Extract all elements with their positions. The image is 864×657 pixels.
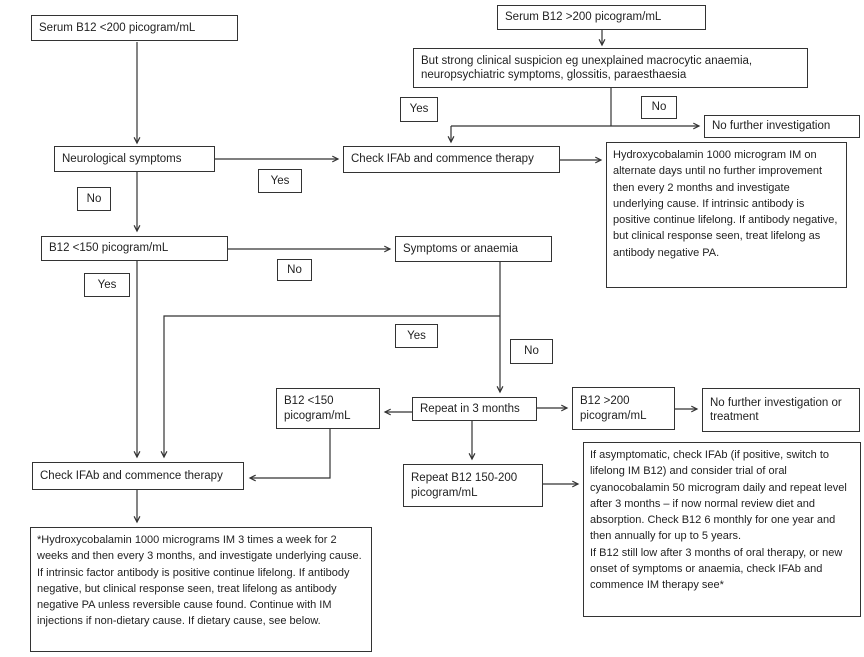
node-no-further-or-treatment: No further investigation or treatment [702, 388, 860, 432]
label-yes-suspicion: Yes [400, 97, 438, 122]
label-yes-symptoms: Yes [395, 324, 438, 348]
arrow-symptoms-yes-checkifab2 [160, 315, 500, 459]
node-repeat-3-months: Repeat in 3 months [412, 397, 537, 421]
node-check-ifab-top: Check IFAb and commence therapy [343, 146, 560, 173]
label-yes-neurological: Yes [258, 169, 302, 193]
node-b12-lt150: B12 <150 picogram/mL [41, 236, 228, 261]
node-neurological-symptoms: Neurological symptoms [54, 146, 215, 172]
node-check-ifab-bottom: Check IFAb and commence therapy [32, 462, 244, 490]
node-repeat-b12-150-200: Repeat B12 150-200 picogram/mL [403, 464, 543, 507]
arrow-b12150r-to-checkifab2 [248, 429, 331, 482]
label-no-suspicion: No [641, 96, 677, 119]
label-yes-b12-lt150: Yes [84, 273, 130, 297]
node-asymptomatic-oral-therapy: If asymptomatic, check IFAb (if positive… [583, 442, 861, 617]
label-no-neurological: No [77, 187, 111, 211]
node-serum-b12-high: Serum B12 >200 picogram/mL [497, 5, 706, 30]
node-symptoms-or-anaemia: Symptoms or anaemia [395, 236, 552, 262]
node-b12-lt150-repeat: B12 <150 picogram/mL [276, 388, 380, 429]
node-no-further-investigation: No further investigation [704, 115, 860, 138]
node-b12-gt200-repeat: B12 >200 picogram/mL [572, 387, 675, 430]
label-no-symptoms: No [510, 339, 553, 364]
node-serum-b12-low: Serum B12 <200 picogram/mL [31, 15, 238, 41]
node-clinical-suspicion: But strong clinical suspicion eg unexpla… [413, 48, 808, 88]
node-hydroxycobalamin-3-times-week: *Hydroxycobalamin 1000 micrograms IM 3 t… [30, 527, 372, 652]
label-no-b12-lt150: No [277, 259, 312, 281]
node-hydroxycobalamin-alternate-days: Hydroxycobalamin 1000 microgram IM on al… [606, 142, 847, 288]
